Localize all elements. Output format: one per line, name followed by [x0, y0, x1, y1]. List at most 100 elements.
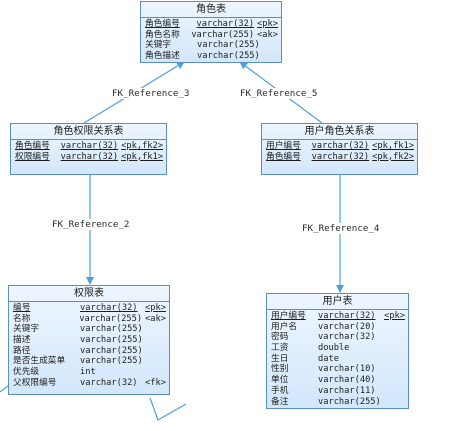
attribute-type: varchar(32)	[196, 19, 255, 29]
attribute-row: 角色描述 varchar(255)	[145, 51, 278, 62]
attribute-name: 密码	[271, 332, 289, 343]
attribute-key	[163, 367, 166, 378]
attribute-key	[402, 375, 405, 386]
attribute-row: 用户名 varchar(20)	[271, 322, 405, 333]
attribute-key	[402, 332, 405, 343]
attribute-row: 编号 varchar(32) <pk>	[13, 303, 166, 314]
attribute-key	[402, 386, 405, 397]
fk2-label: FK_Reference_2	[50, 219, 132, 230]
entity-title: 用户角色关系表	[262, 124, 417, 140]
attribute-type: varchar(32)	[60, 141, 119, 151]
attribute-type: varchar(32)	[318, 311, 376, 321]
attribute-type: varchar(32)	[80, 303, 138, 313]
attribute-row: 父权限编号 varchar(32) <fk>	[13, 378, 166, 389]
entity-title: 用户表	[267, 294, 408, 310]
attribute-type: varchar(255)	[197, 40, 260, 51]
attribute-type: varchar(20)	[318, 321, 376, 332]
attribute-row: 手机 varchar(11)	[271, 386, 405, 397]
attribute-name: 工资	[271, 343, 289, 354]
attribute-key: <fk>	[145, 377, 166, 388]
attribute-row: 路径 varchar(255)	[13, 346, 166, 357]
attribute-name: 路径	[13, 345, 31, 356]
entity-title: 权限表	[9, 286, 169, 302]
attribute-type: varchar(40)	[318, 375, 376, 386]
attribute-key	[275, 40, 278, 51]
attribute-name: 优先级	[13, 367, 40, 378]
attribute-type: varchar(11)	[318, 385, 376, 396]
attribute-key	[163, 346, 166, 357]
attribute-key	[163, 335, 166, 346]
attribute-name: 编号	[13, 303, 31, 313]
entity-body: 角色编号 varchar(32)<pk,fk2> 权限编号 varchar(32)<p…	[11, 140, 166, 163]
attribute-key: <ak>	[145, 313, 166, 324]
attribute-type: int	[80, 367, 96, 378]
attribute-key	[163, 356, 166, 367]
attribute-row: 用户编号 varchar(32) <pk>	[271, 311, 405, 322]
attribute-type: double	[318, 343, 350, 354]
attribute-key	[402, 397, 405, 408]
attribute-key	[402, 354, 405, 365]
attribute-type: varchar(32)	[60, 151, 119, 162]
attribute-name: 父权限编号	[13, 377, 57, 388]
attribute-type: varchar(32)	[311, 151, 370, 162]
attribute-name: 角色编号	[145, 19, 180, 29]
self-reference-line	[0, 385, 187, 421]
attribute-type: varchar(10)	[318, 364, 376, 375]
attribute-name: 角色描述	[145, 51, 180, 62]
attribute-name: 是否生成菜单	[13, 356, 66, 367]
attribute-type: varchar(255)	[80, 345, 143, 356]
attribute-key: <pk,fk1>	[121, 151, 163, 162]
attribute-type: varchar(255)	[197, 51, 260, 62]
attribute-key: <pk>	[384, 311, 405, 321]
attribute-name: 用户编号	[271, 311, 306, 321]
attribute-type: varchar(255)	[191, 29, 255, 40]
attribute-name: 角色编号	[266, 151, 301, 162]
attribute-type: varchar(255)	[80, 335, 143, 346]
attribute-row: 优先级 int	[13, 367, 166, 378]
attribute-name: 用户名	[271, 321, 298, 332]
attribute-key: <pk,fk1>	[372, 141, 414, 151]
attribute-name: 角色名称	[145, 29, 180, 40]
attribute-key: <pk,fk2>	[121, 141, 163, 151]
attribute-key: <pk,fk2>	[372, 151, 414, 162]
attribute-row: 角色编号 varchar(32)<pk,fk2>	[266, 152, 414, 163]
attribute-name: 角色编号	[15, 141, 50, 151]
attribute-key	[402, 364, 405, 375]
attribute-name: 手机	[271, 385, 289, 396]
attribute-name: 单位	[271, 375, 289, 386]
attribute-type: varchar(255)	[80, 356, 143, 367]
fk3-label: FK_Reference_3	[110, 88, 192, 99]
attribute-row: 角色编号 varchar(32)<pk,fk2>	[15, 141, 163, 152]
attribute-row: 权限编号 varchar(32)<pk,fk1>	[15, 152, 163, 163]
attribute-key: <pk>	[145, 303, 166, 313]
attribute-name: 关键字	[145, 40, 172, 51]
attribute-name: 备注	[271, 396, 289, 407]
attribute-type: varchar(255)	[79, 313, 143, 324]
attribute-key	[402, 343, 405, 354]
attribute-key	[275, 51, 278, 62]
fk5-label: FK_Reference_5	[238, 88, 320, 99]
attribute-name: 生日	[271, 353, 289, 364]
attribute-type: varchar(255)	[80, 324, 143, 335]
attribute-name: 描述	[13, 335, 31, 346]
attribute-type: varchar(32)	[80, 377, 138, 388]
attribute-name: 权限编号	[15, 151, 50, 162]
attribute-key	[402, 322, 405, 333]
attribute-row: 单位 varchar(40)	[271, 375, 405, 386]
